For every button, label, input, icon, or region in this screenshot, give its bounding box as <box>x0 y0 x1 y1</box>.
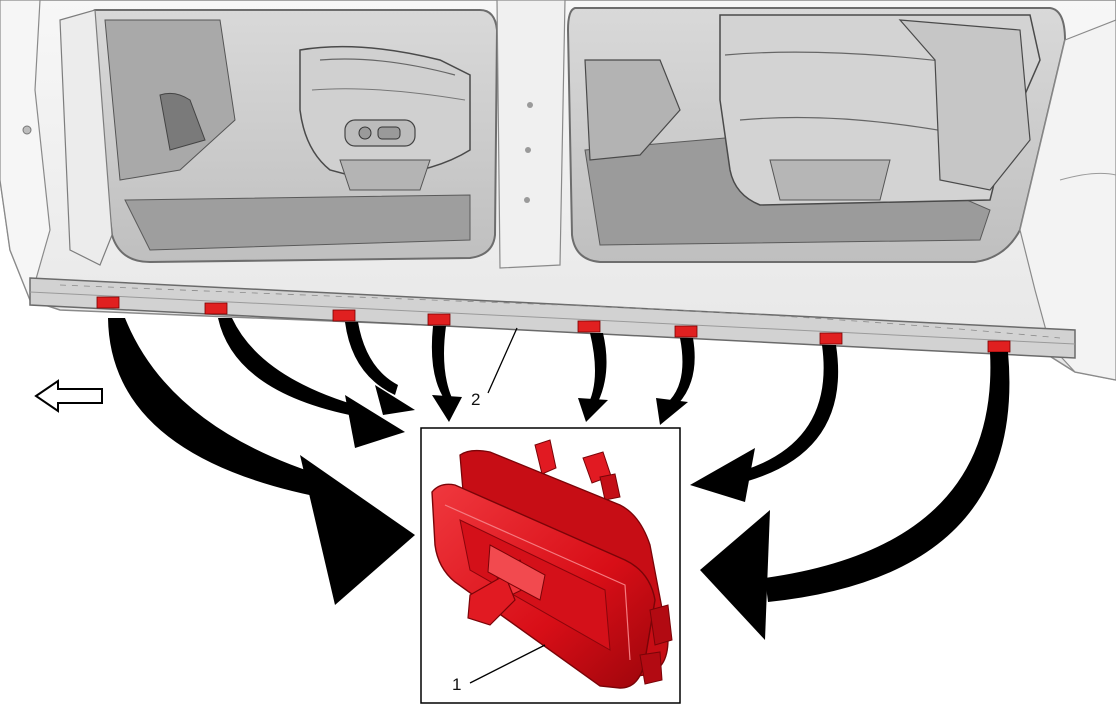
curved-arrow <box>432 326 462 422</box>
callout-2-label: 2 <box>471 390 480 409</box>
clip-location <box>578 321 600 332</box>
callout-1-label: 1 <box>452 675 461 694</box>
curved-arrow <box>345 322 415 415</box>
clip-location <box>97 297 119 308</box>
arrow-left-outline-icon <box>36 381 102 411</box>
callout-2-leader <box>488 328 517 393</box>
clip-location <box>428 314 450 325</box>
clip-detail-inset: 1 <box>421 428 680 703</box>
clip-location <box>333 310 355 321</box>
clip-location <box>820 333 842 344</box>
clip-location <box>675 326 697 337</box>
front-door-opening <box>60 10 497 265</box>
curved-arrow <box>700 352 1009 640</box>
curved-arrow <box>578 333 608 422</box>
clip-location <box>988 341 1010 352</box>
b-pillar <box>497 0 565 268</box>
callout-2: 2 <box>471 328 517 409</box>
curved-arrow <box>656 338 695 425</box>
curved-arrow <box>690 345 838 502</box>
clip-location <box>205 303 227 314</box>
rear-door-opening <box>568 8 1065 262</box>
rear-seat <box>720 15 1040 205</box>
